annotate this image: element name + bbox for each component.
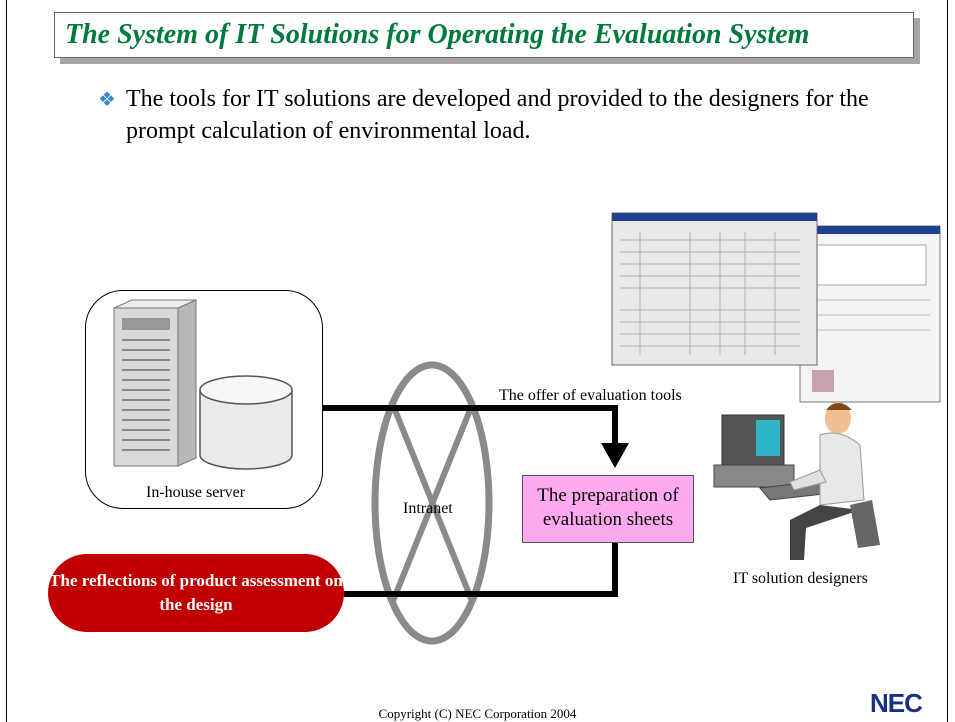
reflection-connector (344, 543, 618, 597)
designer-at-computer-icon (713, 402, 880, 560)
diamond-bullet-icon: ❖ (98, 87, 116, 111)
offer-arrow (323, 405, 629, 468)
title-box: The System of IT Solutions for Operating… (54, 12, 914, 58)
slide-title: The System of IT Solutions for Operating… (65, 19, 810, 50)
intranet-label: Intranet (403, 500, 453, 517)
offer-label: The offer of evaluation tools (499, 387, 682, 404)
server-label: In-house server (146, 484, 246, 501)
preparation-box: The preparation of evaluation sheets (522, 475, 694, 543)
slide-frame (6, 0, 948, 722)
copyright-footer: Copyright (C) NEC Corporation 2004 (378, 706, 577, 721)
database-icon (199, 375, 293, 470)
bullet-point: ❖ The tools for IT solutions are develop… (98, 83, 896, 147)
evaluation-tool-screens (611, 212, 941, 403)
nec-logo: NEC (870, 688, 923, 718)
reflection-box: The reflections of product assessment on… (48, 554, 344, 632)
intranet-network-icon (371, 361, 493, 645)
bullet-text: The tools for IT solutions are developed… (126, 86, 869, 144)
designers-label: IT solution designers (733, 570, 868, 587)
server-tower-icon (113, 299, 197, 467)
